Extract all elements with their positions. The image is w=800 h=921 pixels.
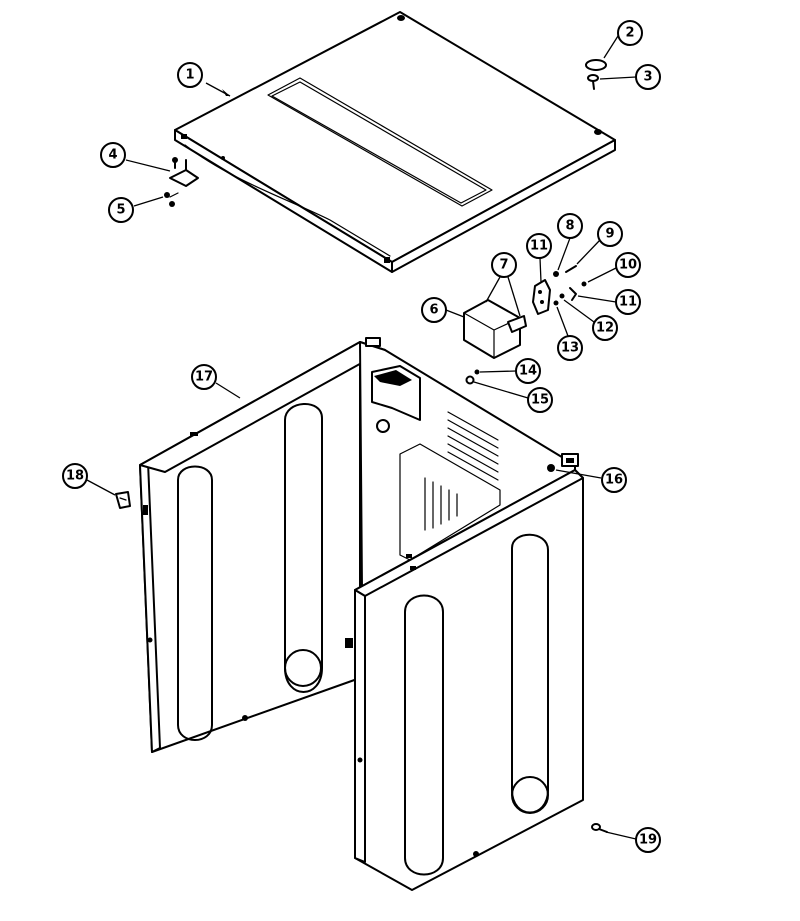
callout-6-label: 6 <box>429 303 438 318</box>
callout-15 <box>527 387 553 413</box>
callout-8 <box>557 213 583 239</box>
callout-19 <box>635 827 661 853</box>
callout-18-label: 18 <box>66 469 84 484</box>
callout-19-label: 19 <box>639 833 657 848</box>
callout-1-label: 1 <box>185 68 194 83</box>
cabinet <box>139 337 584 891</box>
callout-9-label: 9 <box>605 227 614 242</box>
callout-4-label: 4 <box>108 148 117 163</box>
screw-19 <box>591 823 608 833</box>
callout-11-upper-label: 10 <box>619 258 637 273</box>
callout-11-lower-label: 14 <box>519 364 537 379</box>
callout-16 <box>601 467 627 493</box>
callout-5-label: 5 <box>116 203 125 218</box>
callout-7 <box>491 252 517 278</box>
callout-18 <box>62 463 88 489</box>
callout-13 <box>557 335 583 361</box>
callout-17 <box>191 364 217 390</box>
callout-11-lower <box>515 358 541 384</box>
callout-14-label: 11 <box>530 239 548 254</box>
clip-18 <box>115 491 131 509</box>
screw-part <box>587 74 599 90</box>
callout-13-label: 13 <box>561 341 579 356</box>
callout-12 <box>592 315 618 341</box>
callout-1 <box>177 62 203 88</box>
top-panel <box>174 11 616 273</box>
callout-11-upper <box>615 252 641 278</box>
callout-8-label: 8 <box>565 219 574 234</box>
hinge-bracket <box>164 157 199 207</box>
callouts: 1 2 3 4 5 6 7 8 9 <box>62 20 661 853</box>
callout-15-label: 15 <box>531 393 549 408</box>
junction-bracket <box>463 299 527 359</box>
callout-10-label: 11 <box>619 295 637 310</box>
callout-17-label: 17 <box>195 370 213 385</box>
callout-12-label: 12 <box>596 321 614 336</box>
callout-4 <box>100 142 126 168</box>
callout-2 <box>617 20 643 46</box>
callout-6 <box>421 297 447 323</box>
callout-3-label: 3 <box>643 70 652 85</box>
callout-2-label: 2 <box>625 26 634 41</box>
callout-16-label: 16 <box>605 473 623 488</box>
callout-7-label: 7 <box>499 258 508 273</box>
callout-3 <box>635 64 661 90</box>
callout-5 <box>108 197 134 223</box>
callout-9 <box>597 221 623 247</box>
cap-part <box>585 59 607 71</box>
small-hardware <box>465 265 587 385</box>
callout-10 <box>615 289 641 315</box>
callout-14 <box>526 233 552 259</box>
